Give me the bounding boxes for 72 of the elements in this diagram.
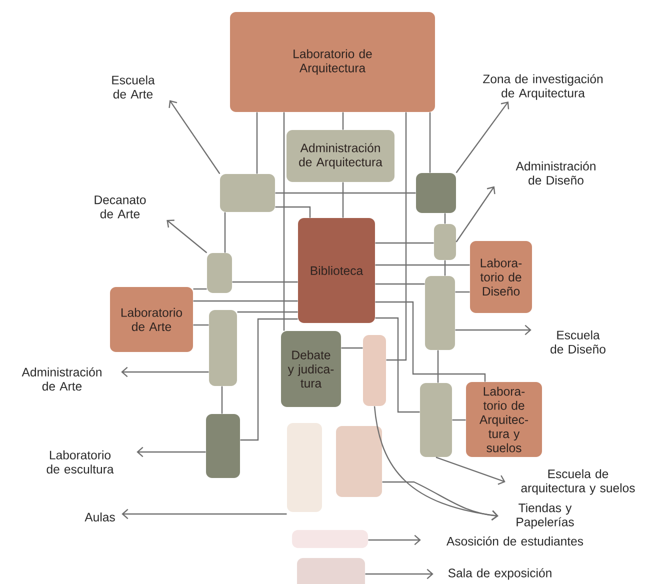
- area-label: Asosición de estudiantes: [446, 536, 584, 546]
- connector-line: [429, 112, 431, 173]
- connector-line: [256, 112, 258, 174]
- arrow: [368, 534, 421, 546]
- empty-box: [287, 423, 322, 512]
- area-label: Administración de Arte: [22, 367, 102, 391]
- empty-box: [220, 174, 275, 212]
- connector-line: [342, 182, 344, 218]
- empty-box: [420, 383, 452, 457]
- connector-line: [375, 242, 434, 244]
- room-box: Laboratorio de Arquitectura: [230, 12, 435, 112]
- empty-box: [336, 426, 382, 497]
- connector-line: [375, 264, 470, 266]
- arrow: [365, 568, 434, 580]
- connector-line: [444, 213, 446, 224]
- connector-line: [375, 317, 420, 413]
- room-box: Labora- torio de Arquitec- tura y suelos: [466, 382, 542, 457]
- arrow: [122, 508, 287, 520]
- connector-line: [375, 301, 486, 382]
- connector-line: [455, 291, 470, 293]
- connector-line: [193, 300, 298, 302]
- area-label: Escuela de Diseño: [550, 330, 606, 354]
- connector-line: [341, 347, 363, 349]
- connector-line: [224, 212, 226, 253]
- arrow: [455, 324, 532, 336]
- area-label: Zona de investigación de Arquitectura: [483, 74, 603, 100]
- empty-box: [297, 558, 365, 584]
- empty-box: [206, 414, 240, 478]
- connector-line: [452, 419, 466, 421]
- arrow: [382, 481, 498, 521]
- empty-box: [425, 276, 455, 350]
- area-label: Administración de Diseño: [516, 161, 596, 185]
- empty-box: [363, 335, 386, 406]
- area-label: Aulas: [84, 512, 115, 522]
- room-box: Labora- torio de Diseño: [470, 241, 532, 313]
- area-label: Escuela de arquitectura y suelos: [521, 469, 635, 495]
- connector-line: [342, 112, 344, 130]
- area-label: Laboratorio de escultura: [46, 450, 114, 474]
- connector-line: [237, 311, 298, 313]
- connector-line: [437, 350, 439, 383]
- connector-line: [275, 206, 311, 218]
- area-label: Tiendas y Papelerías: [516, 503, 574, 529]
- connector-line: [193, 288, 207, 290]
- empty-box: [434, 224, 456, 260]
- arrow: [456, 101, 510, 174]
- area-label: Sala de exposición: [448, 568, 552, 580]
- connector-line: [444, 260, 446, 276]
- connector-line: [232, 281, 298, 283]
- area-label: Decanato de Arte: [94, 196, 146, 218]
- room-box: Debate y judica- tura: [281, 331, 341, 407]
- empty-box: [207, 253, 232, 293]
- connector-line: [221, 386, 223, 414]
- empty-box: [416, 173, 456, 213]
- arrow: [136, 446, 206, 458]
- connector-line: [275, 192, 416, 194]
- connector-line: [386, 112, 407, 361]
- room-box: Biblioteca: [298, 218, 375, 323]
- connector-line: [240, 318, 298, 441]
- arrow: [168, 100, 220, 174]
- arrow: [374, 406, 498, 520]
- connector-line: [375, 283, 425, 285]
- connector-line: [283, 112, 285, 331]
- arrow: [436, 456, 506, 485]
- room-box: Administración de Arquitectura: [286, 130, 394, 182]
- arrow: [121, 366, 209, 378]
- empty-box: [209, 310, 237, 386]
- empty-box: [292, 530, 368, 548]
- area-label: Escuela de Arte: [112, 75, 155, 99]
- arrow: [166, 220, 208, 254]
- arrow: [456, 186, 496, 242]
- room-box: Laboratorio de Arte: [110, 287, 193, 352]
- connector-line: [193, 324, 209, 326]
